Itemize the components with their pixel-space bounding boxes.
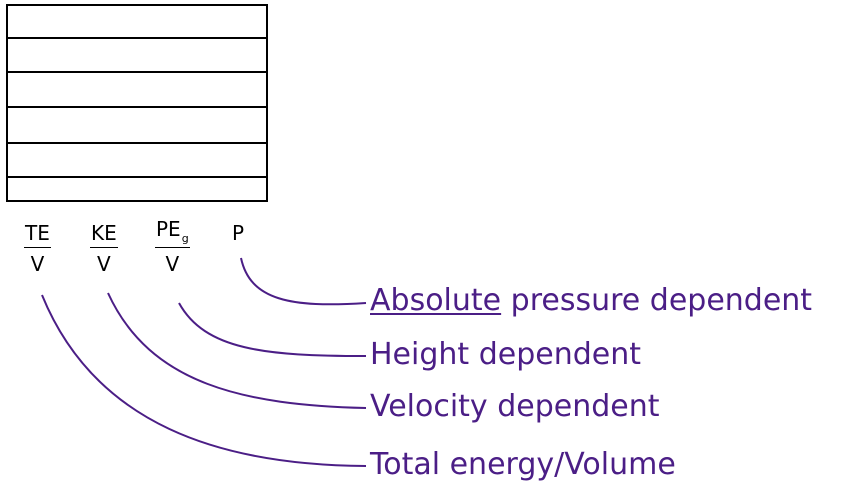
- label-height-dependent: Height dependent: [370, 337, 641, 372]
- grid-line: [8, 71, 266, 73]
- layer-grid: [6, 4, 268, 202]
- term-peg-denominator: V: [165, 252, 180, 276]
- term-p: P: [232, 221, 245, 245]
- term-ke-denominator: V: [97, 252, 111, 276]
- curve-ke-to-velocity: [107, 292, 367, 409]
- label-absolute-word: Absolute: [370, 283, 502, 318]
- grid-line: [8, 142, 266, 144]
- label-velocity-dependent: Velocity dependent: [370, 389, 660, 424]
- term-peg-numerator-text: PE: [156, 217, 181, 241]
- term-ke-numerator: KE: [90, 222, 118, 248]
- curve-te-to-total-energy: [41, 294, 367, 467]
- curve-peg-to-height: [178, 302, 367, 357]
- grid-line: [8, 37, 266, 39]
- label-absolute-rest: pressure dependent: [501, 283, 813, 318]
- term-peg-per-v: PEg V: [155, 218, 190, 275]
- term-te-denominator: V: [30, 252, 45, 276]
- term-peg-numerator: PEg: [155, 218, 190, 248]
- term-peg-subscript: g: [181, 232, 189, 245]
- term-ke-per-v: KE V: [90, 222, 118, 275]
- curve-p-to-absolute-pressure: [240, 257, 367, 306]
- label-total-energy-volume: Total energy/Volume: [370, 447, 676, 482]
- label-absolute-pressure: Absolute pressure dependent: [370, 284, 812, 318]
- term-te-numerator: TE: [24, 222, 51, 248]
- term-te-per-v: TE V: [24, 222, 51, 275]
- grid-line: [8, 106, 266, 108]
- grid-line: [8, 176, 266, 178]
